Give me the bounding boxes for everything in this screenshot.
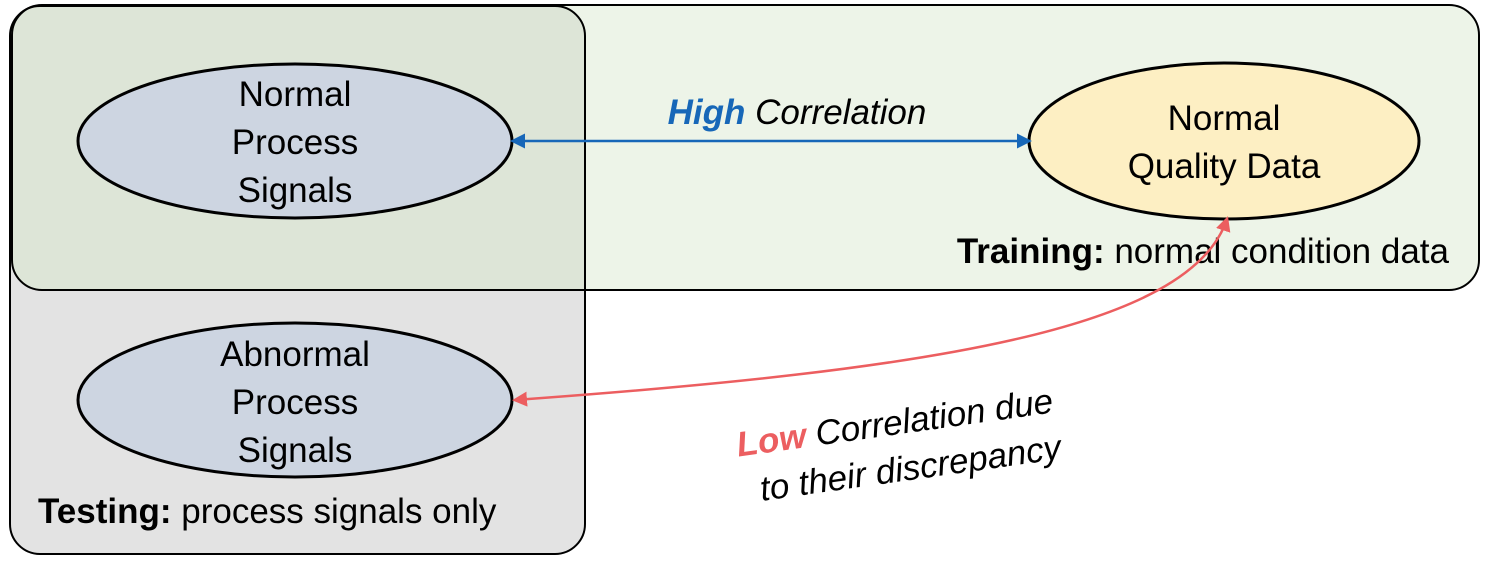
- testing-label-bold: Testing:: [38, 492, 172, 531]
- normal-process-line-1: Normal: [239, 75, 352, 114]
- training-region-label: Training: normal condition data: [957, 232, 1450, 271]
- training-label-bold: Training:: [957, 232, 1105, 271]
- normal-process-line-3: Signals: [238, 171, 353, 210]
- testing-label-rest: process signals only: [172, 492, 497, 531]
- normal-quality-line-2: Quality Data: [1128, 147, 1321, 186]
- normal-process-line-2: Process: [232, 123, 358, 162]
- training-label-rest: normal condition data: [1105, 232, 1450, 271]
- low-correlation-emphasis: Low: [734, 416, 811, 465]
- abnormal-process-line-1: Abnormal: [220, 335, 370, 374]
- high-correlation-rest: Correlation: [745, 93, 926, 132]
- normal-quality-data-node: [1027, 61, 1421, 221]
- testing-region-label: Testing: process signals only: [38, 492, 497, 531]
- abnormal-process-line-3: Signals: [238, 431, 353, 470]
- abnormal-process-signals-node: [76, 321, 514, 479]
- abnormal-process-line-2: Process: [232, 383, 358, 422]
- low-correlation-label-group: Low Correlation due to their discrepancy: [734, 382, 1066, 509]
- high-correlation-label: High Correlation: [668, 93, 927, 132]
- low-correlation-arrow: [512, 216, 1231, 407]
- high-correlation-emphasis: High: [668, 93, 746, 132]
- normal-quality-line-1: Normal: [1168, 99, 1281, 138]
